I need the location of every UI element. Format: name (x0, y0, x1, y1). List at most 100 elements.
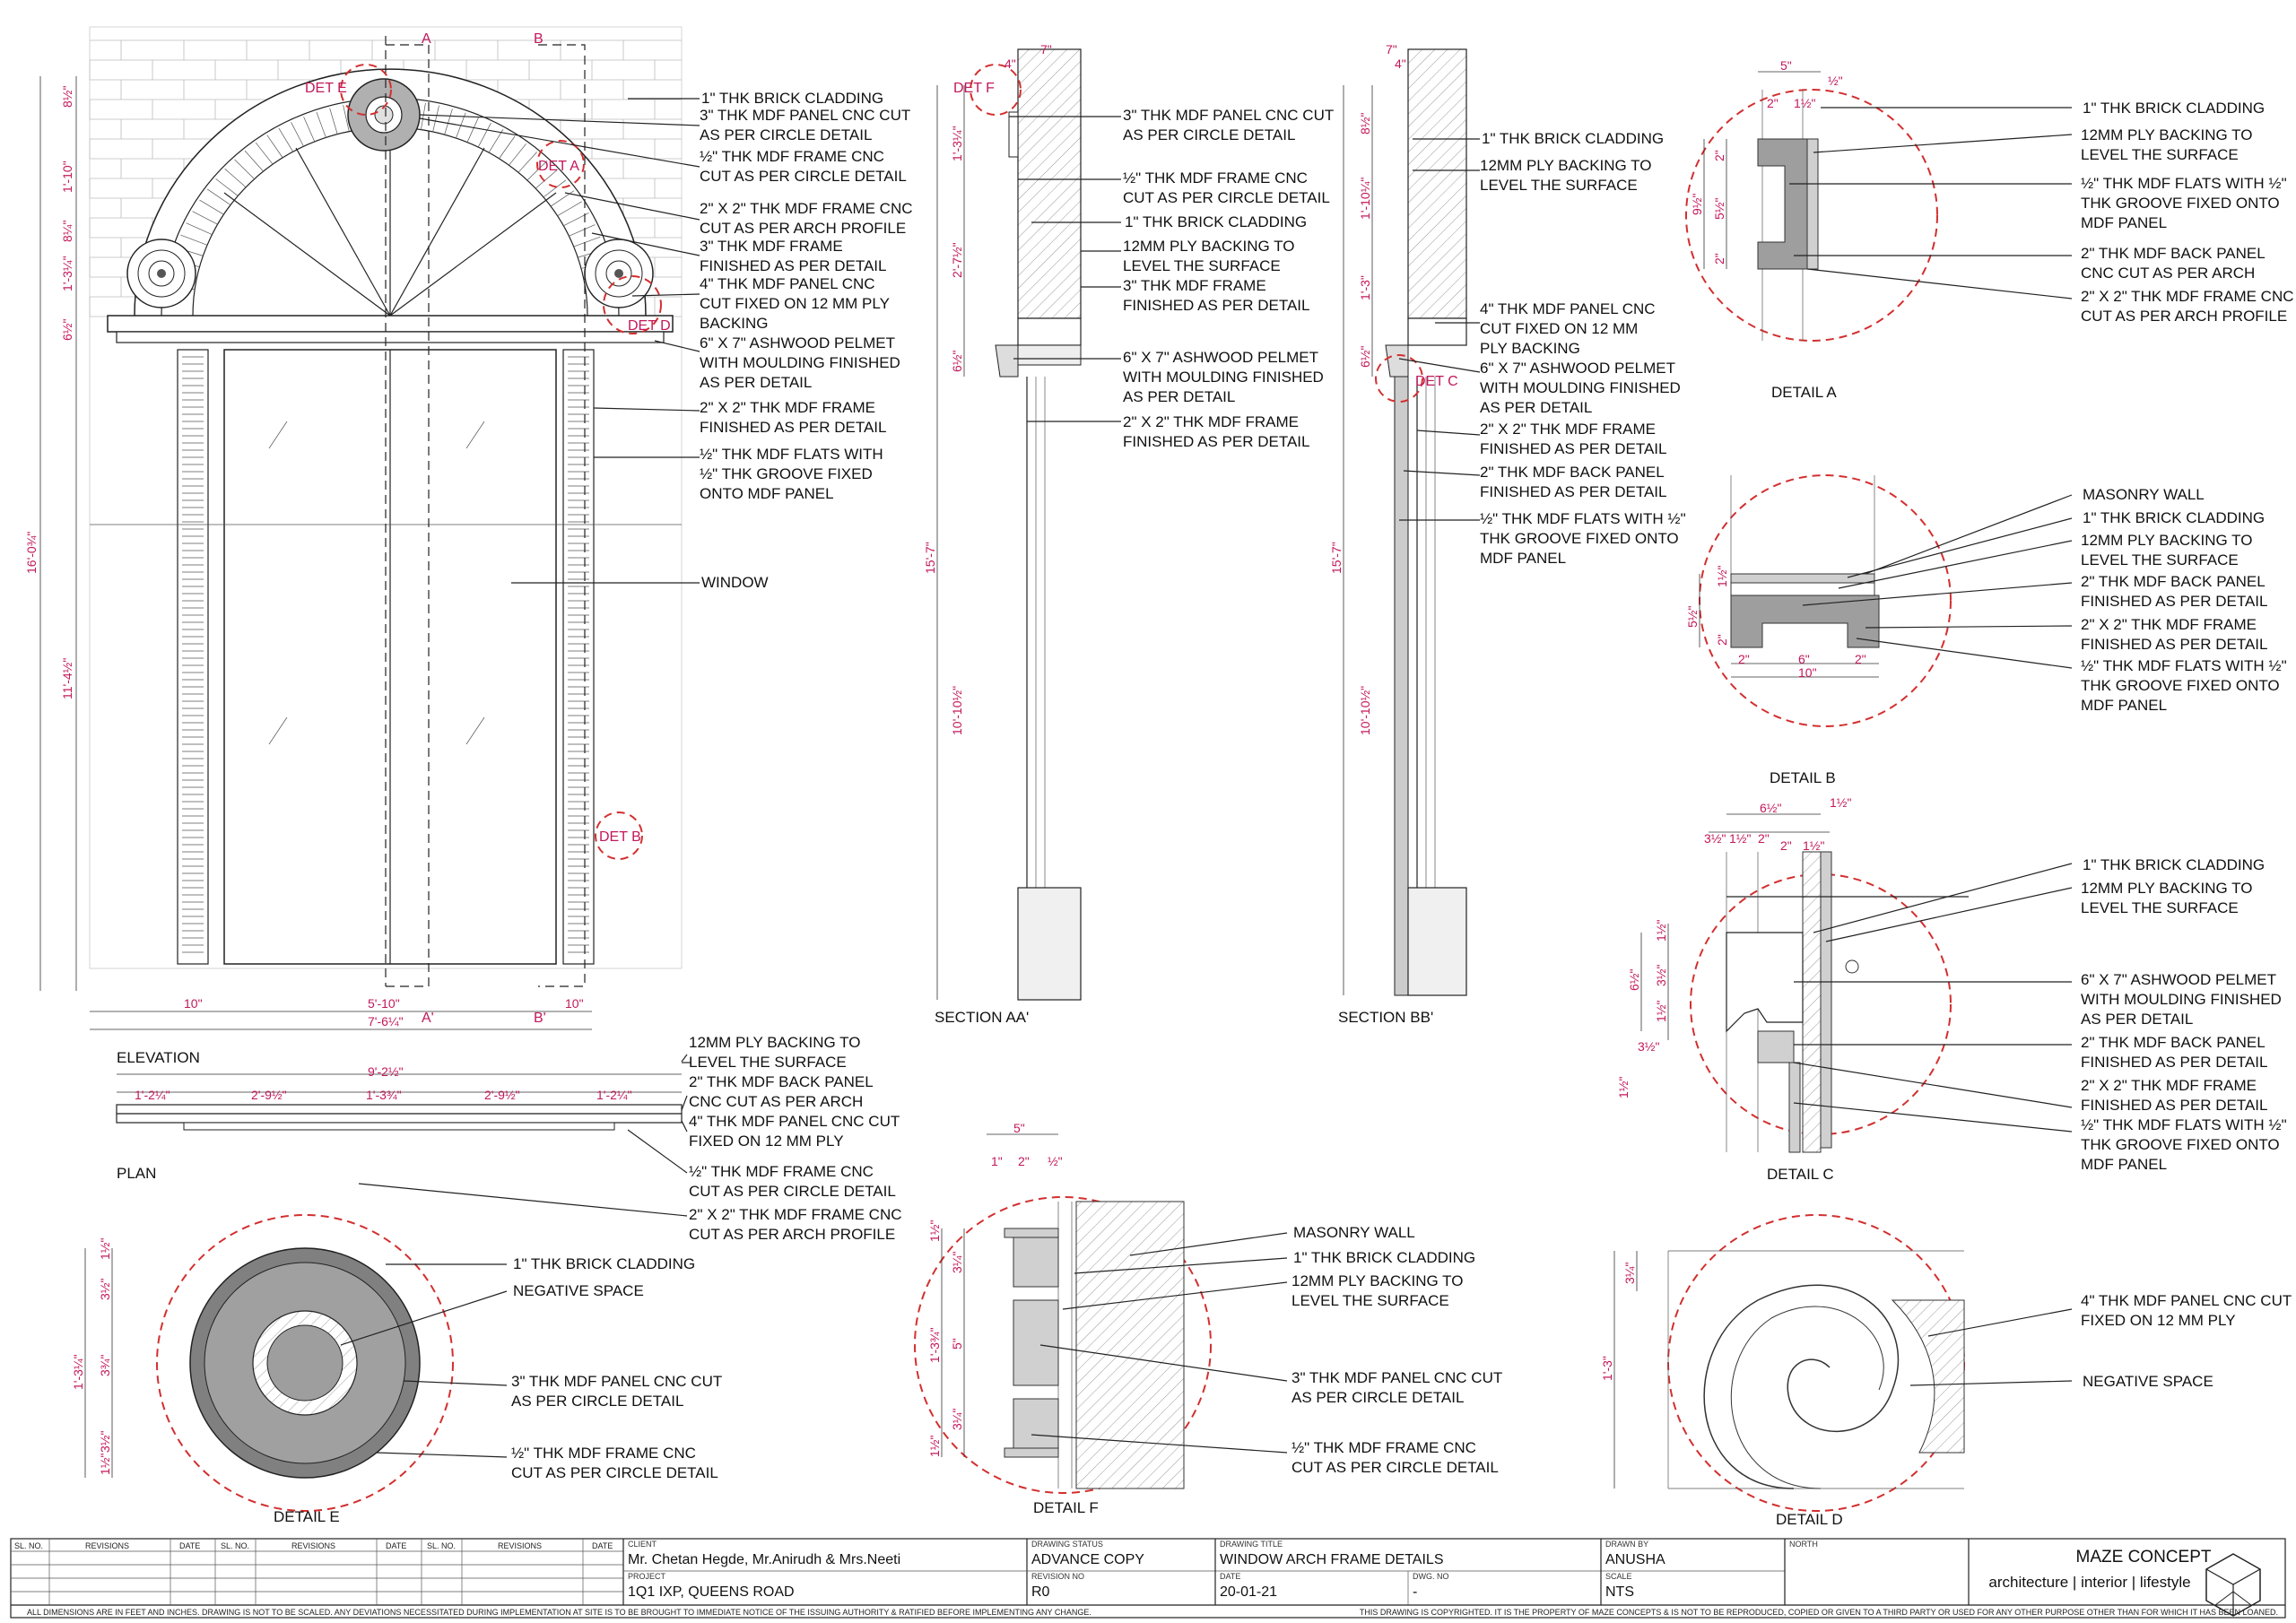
bb-label-pelmet: 6" X 7" ASHWOOD PELMET WITH MOULDING FIN… (1480, 360, 1681, 416)
det-b-tag: DET B (599, 829, 641, 845)
status-label: DRAWING STATUS (1031, 1540, 1103, 1549)
aa-label-mdf-panel: 3" THK MDF PANEL CNC CUT AS PER CIRCLE D… (1123, 107, 1334, 143)
detail-e-label-panel: 3" THK MDF PANEL CNC CUT AS PER CIRCLE D… (511, 1373, 722, 1410)
detail-c-label-frame: 2" X 2" THK MDF FRAME FINISHED AS PER DE… (2081, 1077, 2268, 1114)
maze-concept-logo (2205, 1553, 2261, 1617)
section-bb-dimension-lines (1343, 85, 1373, 995)
section-bb-dim-8: 10'-10½" (1358, 686, 1372, 735)
detail-f-label-frame: ½" THK MDF FRAME CNC CUT AS PER CIRCLE D… (1292, 1439, 1499, 1476)
section-marker-b: B (534, 31, 544, 47)
rev-header-date-3: DATE (592, 1541, 613, 1550)
detail-e-dim-4: 3¾" (98, 1355, 112, 1376)
elevation-dimension-lines (39, 76, 592, 1030)
detail-c-dim-4: 1½" (1729, 831, 1751, 846)
rev-header-date-2: DATE (386, 1541, 406, 1550)
detail-a-label-frame: 2" X 2" THK MDF FRAME CNC CUT AS PER ARC… (2081, 288, 2294, 325)
detail-d-label-panel: 4" THK MDF PANEL CNC CUT FIXED ON 12 MM … (2081, 1292, 2292, 1329)
detail-f-leaders (1031, 1232, 1288, 1454)
aa-label-ply: 12MM PLY BACKING TO LEVEL THE SURFACE (1123, 238, 1295, 274)
plan-label-back-panel: 2" THK MDF BACK PANEL CNC CUT AS PER ARC… (689, 1073, 874, 1110)
section-bb-title: SECTION BB' (1338, 1009, 1433, 1026)
detail-b-label-brick: 1" THK BRICK CLADDING (2083, 509, 2265, 526)
elev-label-mdf-flats: ½" THK MDF FLATS WITH ½" THK GROOVE FIXE… (700, 446, 883, 502)
revision-value: R0 (1031, 1584, 1050, 1600)
section-aa-dim-1: 7" (1040, 42, 1052, 56)
detail-b-label-back-panel: 2" THK MDF BACK PANEL FINISHED AS PER DE… (2081, 573, 2268, 610)
section-marker-a: A (422, 31, 431, 47)
section-aa-view: DET F 7" 4" 1'-3¼" 2'-7½" 6½" 15'-7" 10'… (923, 42, 1334, 1026)
detail-f-dim-6: 3¼" (950, 1252, 964, 1273)
detail-c-dim-1: 6½" (1760, 801, 1781, 815)
section-cut-lines (385, 36, 586, 987)
detail-c-dim-9: 6½" (1627, 969, 1641, 991)
elevation-dim-4: 1'-3¼" (60, 256, 74, 291)
plan-label-4in-panel: 4" THK MDF PANEL CNC CUT FIXED ON 12 MM … (689, 1113, 900, 1150)
section-bb-view: DET C 7" 4" 8½" 1'-10¼" 1'-3" 6½" 15'-7"… (1329, 42, 1686, 1026)
detail-a-view: 5" 2" 1½" ½" 2" 9½" 5½" 2" 1" THK BRICK … (1685, 58, 2294, 401)
elevation-dim-11: 7'-6¼" (368, 1014, 404, 1028)
detail-a-dim-3: 1½" (1794, 96, 1815, 110)
detail-e-title: DETAIL E (274, 1508, 340, 1525)
detail-d-title: DETAIL D (1776, 1511, 1843, 1528)
detail-b-dim-1: 1½" (1715, 566, 1729, 587)
detail-c-view: 6½" 1½" 3½" 1½" 2" 2" 1½" 1½" 6½" 3½" 1½… (1616, 795, 2287, 1183)
rev-header-date-1: DATE (179, 1541, 200, 1550)
section-marker-a-prime: A' (422, 1011, 434, 1026)
detail-f-dim-4: ½" (1048, 1154, 1063, 1168)
date-label: DATE (1220, 1572, 1240, 1581)
detail-e-dim-lines (84, 1248, 113, 1478)
footer-copyright-right: THIS DRAWING IS COPYRIGHTED. IT IS THE P… (1360, 1608, 2278, 1617)
detail-e-leaders (340, 1263, 508, 1458)
drawn-by-label: DRAWN BY (1605, 1540, 1648, 1549)
detail-c-title: DETAIL C (1767, 1166, 1834, 1183)
det-d-tag: DET D (628, 318, 671, 334)
detail-f-dim-1: 5" (1013, 1121, 1025, 1135)
detail-d-label-negative: NEGATIVE SPACE (2083, 1373, 2213, 1390)
section-bb-dim-6: 6½" (1358, 346, 1372, 368)
section-bb-dim-1: 7" (1386, 42, 1397, 56)
elevation-view: A B A' B' DET E DET A DET D DET B 8½" 1'… (24, 26, 913, 1066)
elevation-dim-8: 10" (184, 996, 203, 1011)
detail-b-label-masonry: MASONRY WALL (2083, 486, 2205, 503)
detail-c-label-flats: ½" THK MDF FLATS WITH ½" THK GROOVE FIXE… (2081, 1116, 2287, 1173)
detail-c-dim-7: 1½" (1803, 838, 1824, 853)
dwg-no-label: DWG. NO (1413, 1572, 1449, 1581)
det-c-callout (1375, 354, 1423, 403)
detail-c-label-back-panel: 2" THK MDF BACK PANEL FINISHED AS PER DE… (2081, 1034, 2268, 1071)
detail-e-view: 1½" 3½" 1'-3¼" 3¾" 3½" 1½" 1" THK BRICK … (71, 1214, 722, 1525)
elevation-leaders (419, 98, 700, 584)
section-marker-b-prime: B' (534, 1011, 546, 1026)
detail-b-dim-2: 5½" (1685, 606, 1700, 628)
section-aa-dim-2: 4" (1004, 56, 1016, 71)
detail-c-label-pelmet: 6" X 7" ASHWOOD PELMET WITH MOULDING FIN… (2081, 971, 2282, 1028)
detail-d-dim-lines (1613, 1251, 1638, 1488)
bb-label-ply: 12MM PLY BACKING TO LEVEL THE SURFACE (1480, 157, 1652, 194)
bb-label-back-panel: 2" THK MDF BACK PANEL FINISHED AS PER DE… (1480, 464, 1667, 500)
detail-f-label-ply: 12MM PLY BACKING TO LEVEL THE SURFACE (1292, 1272, 1464, 1309)
keystone-circle (347, 78, 421, 152)
det-e-callout (340, 64, 392, 116)
aa-label-brick: 1" THK BRICK CLADDING (1125, 213, 1307, 230)
rev-header-slno-2: SL. NO. (221, 1541, 249, 1550)
detail-a-dim-lines (1703, 71, 1821, 269)
elev-label-3in-frame: 3" THK MDF FRAME FINISHED AS PER DETAIL (700, 238, 887, 274)
detail-a-dim-6: 9½" (1690, 194, 1704, 215)
section-aa-dim-6: 15'-7" (923, 542, 937, 574)
plan-dim-6: 1'-2¼" (596, 1088, 632, 1102)
detail-d-leaders (1909, 1308, 2073, 1386)
elevation-dim-6: 16'-0¾" (24, 532, 39, 574)
client-value: Mr. Chetan Hegde, Mr.Anirudh & Mrs.Neeti (628, 1552, 900, 1567)
detail-b-dim-6: 2" (1855, 652, 1866, 666)
detail-b-dim-7: 10" (1798, 665, 1817, 680)
rev-header-revisions-3: REVISIONS (498, 1541, 542, 1550)
detail-a-label-flats: ½" THK MDF FLATS WITH ½" THK GROOVE FIXE… (2081, 175, 2287, 231)
elev-label-mdf-frame-circle: ½" THK MDF FRAME CNC CUT AS PER CIRCLE D… (700, 148, 907, 185)
detail-c-leaders (1793, 863, 2073, 1133)
plan-label-arch-frame: 2" X 2" THK MDF FRAME CNC CUT AS PER ARC… (689, 1206, 902, 1243)
detail-b-view: 1½" 5½" 2" 2" 6" 2" 10" MASONRY WALL 1" … (1685, 474, 2287, 786)
elev-label-brick-cladding: 1" THK BRICK CLADDING (701, 90, 883, 107)
drawing-title-value: WINDOW ARCH FRAME DETAILS (1220, 1552, 1444, 1567)
det-d-callout (603, 275, 662, 334)
section-aa-dimension-lines (936, 85, 965, 1000)
detail-c-dim-3: 3½" (1704, 831, 1726, 846)
